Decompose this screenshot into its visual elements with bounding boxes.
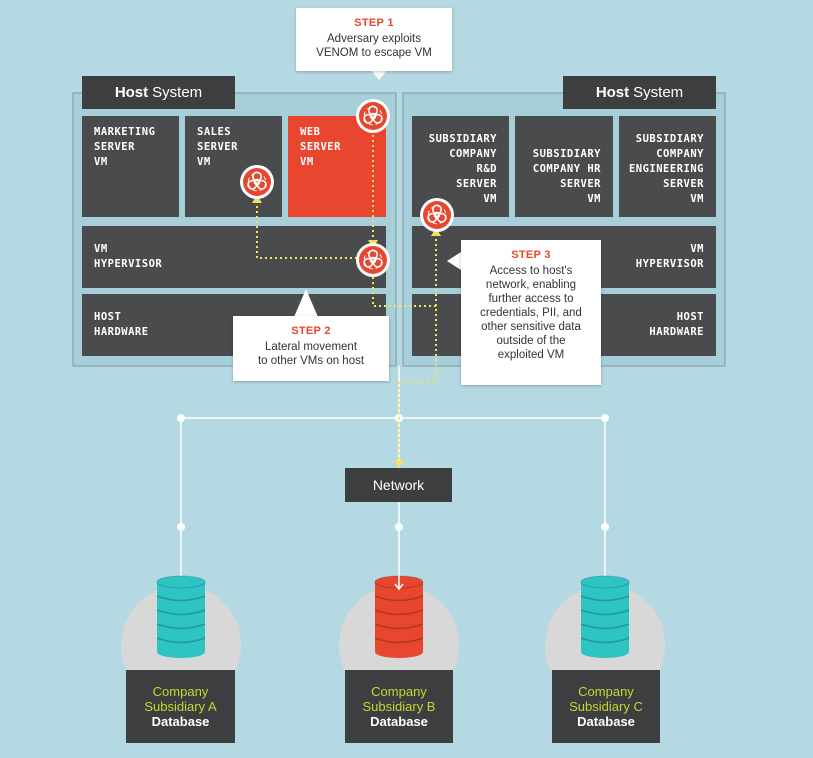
database-a-line3: Database <box>151 714 210 729</box>
database-c-line2: Subsidiary C <box>569 699 643 714</box>
biohazard-icon <box>356 243 390 277</box>
biohazard-markers <box>240 99 454 277</box>
database-b-line1: Company <box>371 684 427 699</box>
database-icon <box>374 575 424 658</box>
biohazard-icon <box>356 99 390 133</box>
step1-text: Adversary exploits VENOM to escape VM <box>316 33 432 59</box>
vm-subsidiary-engineering-server: SUBSIDIARY COMPANY ENGINEERING SERVER VM <box>619 116 716 217</box>
step1-callout: STEP 1 Adversary exploits VENOM to escap… <box>296 8 452 71</box>
vm-marketing-server: MARKETING SERVER VM <box>82 116 179 217</box>
attack-path-lines <box>256 130 437 466</box>
vm-web-server: WEB SERVER VM <box>288 116 386 217</box>
vm-hr-label: SUBSIDIARY COMPANY HR SERVER VM <box>532 148 601 205</box>
network-node: Network <box>345 468 452 502</box>
step3-text: Access to host's network, enabling furth… <box>480 265 582 361</box>
database-a-line2: Subsidiary A <box>144 699 217 714</box>
database-a-line1: Company <box>152 684 209 699</box>
step3-title: STEP 3 <box>511 249 551 261</box>
database-b-line2: Subsidiary B <box>362 699 436 714</box>
step2-title: STEP 2 <box>291 325 331 337</box>
step2-text: Lateral movement to other VMs on host <box>257 341 365 367</box>
step2-pointer <box>294 289 318 317</box>
database-icon <box>580 575 630 658</box>
step3-callout: STEP 3 Access to host's network, enablin… <box>461 240 601 385</box>
step2-callout: STEP 2 Lateral movement to other VMs on … <box>233 316 389 381</box>
biohazard-icon <box>420 198 454 232</box>
database-icon <box>156 575 206 658</box>
network-nodes <box>177 414 609 531</box>
biohazard-icon <box>240 165 274 199</box>
database-b-line3: Database <box>370 714 428 729</box>
arrow-down-icon <box>394 576 404 591</box>
database-label-a: Company Subsidiary A Database <box>126 670 235 743</box>
database-label-b: Company Subsidiary B Database <box>345 670 453 743</box>
database-icons <box>156 575 630 658</box>
database-c-line1: Company <box>578 684 634 699</box>
step3-pointer <box>447 252 461 270</box>
step1-pointer <box>371 70 387 80</box>
vm-subsidiary-rd-server: SUBSIDIARY COMPANY R&D SERVER VM <box>412 116 509 217</box>
step1-title: STEP 1 <box>354 17 394 29</box>
database-label-c: Company Subsidiary C Database <box>552 670 660 743</box>
vm-rd-label: SUBSIDIARY COMPANY R&D SERVER VM <box>428 133 497 205</box>
network-tree <box>180 366 606 590</box>
vm-subsidiary-hr-server: SUBSIDIARY COMPANY HR SERVER VM <box>515 116 613 217</box>
database-c-line3: Database <box>577 714 635 729</box>
vm-sales-server: SALES SERVER VM <box>185 116 282 217</box>
vm-engineering-label: SUBSIDIARY COMPANY ENGINEERING SERVER VM <box>628 133 704 205</box>
